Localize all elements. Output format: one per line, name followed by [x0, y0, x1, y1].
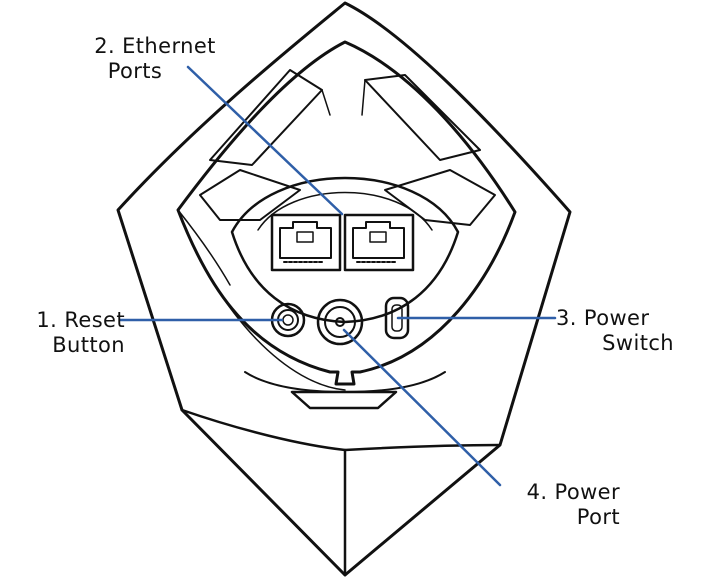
callout-power-port-line2: Port: [576, 505, 620, 529]
device-left-crease: [180, 408, 502, 452]
callout-power-switch-line2: Switch: [602, 331, 674, 355]
callout-power-port: 4. Power Port: [510, 480, 620, 530]
leader-lines: [118, 65, 557, 487]
ethernet-port-1: [270, 213, 342, 272]
leader-line-ethernet: [186, 65, 344, 216]
bottom-slot: [290, 390, 398, 410]
inner-recess: [230, 176, 460, 324]
callout-ethernet-line1: 2. Ethernet: [94, 34, 216, 58]
callout-reset-line1: 1. Reset: [36, 308, 125, 332]
callout-reset-button: 1. Reset Button: [8, 308, 125, 358]
power-port: [316, 298, 364, 346]
vent-upper-left: [209, 69, 323, 166]
vent-upper-right: [364, 74, 481, 161]
vent-middle-left: [199, 169, 301, 221]
device-inner-rim: [176, 40, 517, 386]
callout-power-port-line1: 4. Power: [526, 480, 620, 504]
callout-ethernet-ports: 2. Ethernet Ports: [70, 34, 240, 84]
vent-middle-right: [384, 169, 496, 226]
ethernet-port-2: [343, 213, 415, 272]
callout-power-switch: 3. Power Switch: [556, 306, 674, 356]
callout-power-switch-line1: 3. Power: [556, 306, 650, 330]
callout-ethernet-line2: Ports: [107, 59, 163, 83]
callout-reset-line2: Button: [52, 333, 125, 357]
device-rim-shadow: [177, 209, 231, 286]
leader-line-power-port: [342, 328, 502, 487]
